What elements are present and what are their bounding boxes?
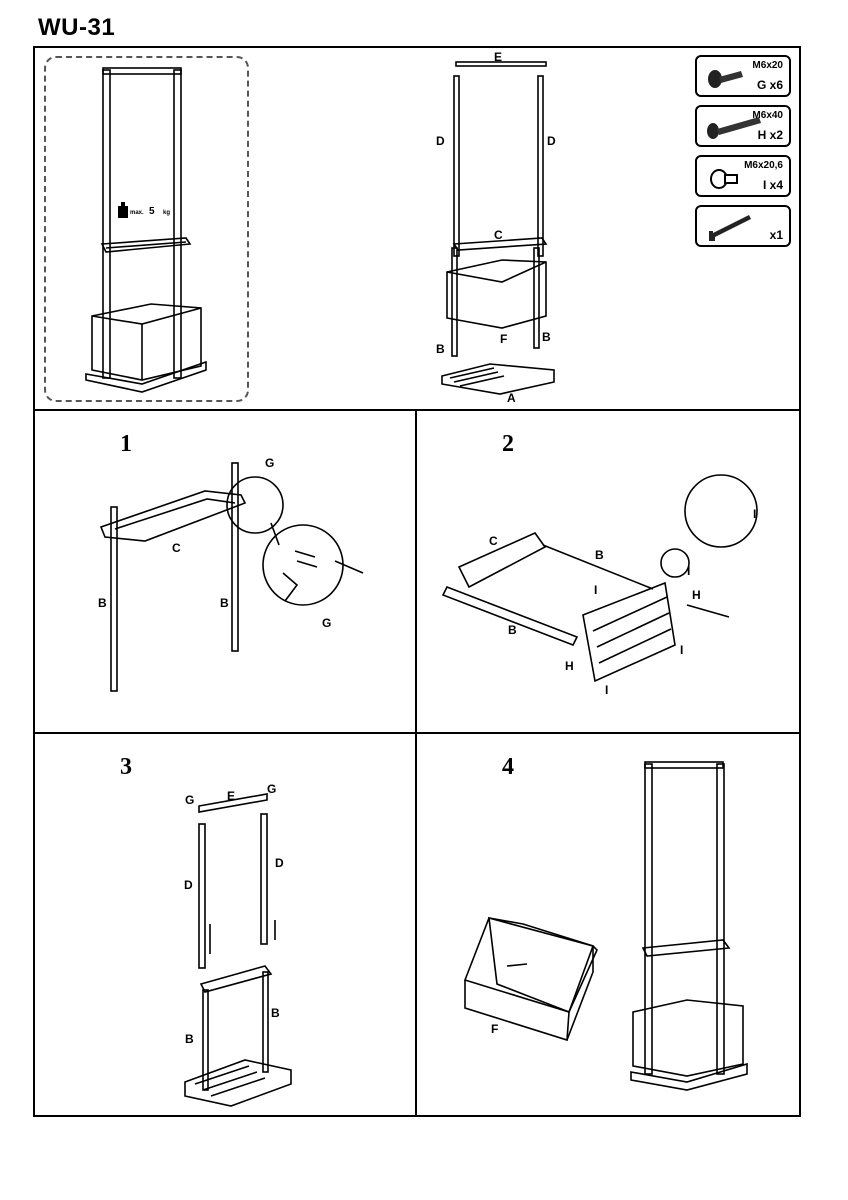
part-label-D-left: D <box>436 134 445 148</box>
hardware-item-I: M6x20,6 I x4 <box>695 155 791 197</box>
step-1-drawing <box>99 462 364 692</box>
load-max-label: max. <box>130 210 144 216</box>
step-4-drawing <box>463 761 748 1091</box>
hardware-item-H: M6x40 H x2 <box>695 105 791 147</box>
hardware-qty-H: H x2 <box>757 128 783 142</box>
step-3-label-G-right: G <box>267 782 277 796</box>
step-2-label-I-bottom: I <box>605 683 609 697</box>
step-1-label-C: C <box>172 541 181 555</box>
step-3-label-E: E <box>227 789 236 803</box>
step-3-panel: 3 G E G D D B B <box>35 734 415 1116</box>
divider-middle <box>33 732 801 734</box>
step-2-number: 2 <box>502 431 514 457</box>
part-label-D-right: D <box>547 134 556 148</box>
step-1-label-G-bottom: G <box>322 616 332 630</box>
step-4-number: 4 <box>502 754 514 780</box>
divider-vertical <box>415 410 417 1117</box>
step-1-label-B-right: B <box>220 596 229 610</box>
step-1-label-G-top: G <box>265 456 275 470</box>
step-3-label-B-right: B <box>271 1006 280 1020</box>
divider-top <box>33 409 801 411</box>
step-2-label-B-top: B <box>595 548 604 562</box>
step-2-label-H-left: H <box>565 659 574 673</box>
part-label-F: F <box>500 332 508 346</box>
part-label-B-left: B <box>436 342 445 356</box>
hardware-code-G: M6x20 <box>752 60 783 71</box>
step-2-drawing <box>441 474 758 683</box>
step-2-panel: 2 C B B I I I H I H I <box>417 411 801 732</box>
step-2-label-I-top: I <box>687 564 691 578</box>
step-1-panel: 1 G C B B G <box>35 411 415 732</box>
part-label-A: A <box>507 391 516 405</box>
screw-long-icon <box>707 117 761 139</box>
part-label-E: E <box>494 50 503 64</box>
hardware-code-I: M6x20,6 <box>744 160 783 171</box>
assembled-product-view: max. 5 kg <box>44 56 249 402</box>
instruction-frame <box>33 46 801 1117</box>
step-3-drawing <box>184 793 292 1107</box>
hardware-item-G: M6x20 G x6 <box>695 55 791 97</box>
exploded-parts-view: E D D C F B B A <box>420 48 580 408</box>
step-3-label-D-left: D <box>184 878 193 892</box>
load-value: 5 <box>149 206 155 217</box>
step-3-label-D-right: D <box>275 856 284 870</box>
hardware-qty-I: I x4 <box>762 178 783 192</box>
step-4-panel: 4 F <box>417 734 801 1116</box>
step-2-label-B-bottom: B <box>508 623 517 637</box>
hardware-qty-allen-key: x1 <box>769 228 783 242</box>
step-2-label-I-left: I <box>594 583 598 597</box>
document-title: WU-31 <box>38 14 116 41</box>
hardware-item-allen-key: x1 <box>695 205 791 247</box>
hardware-code-H: M6x40 <box>752 110 783 121</box>
weight-icon <box>118 202 128 218</box>
allen-key-icon <box>709 215 751 241</box>
step-2-label-C: C <box>489 534 498 548</box>
load-unit: kg <box>163 210 171 216</box>
step-1-label-B-left: B <box>98 596 107 610</box>
step-2-label-I-right: I <box>680 643 684 657</box>
exploded-parts-drawing <box>441 61 555 395</box>
step-3-label-B-left: B <box>185 1032 194 1046</box>
step-2-label-I-zoom: I <box>753 507 757 521</box>
assembled-product-drawing <box>85 67 207 393</box>
step-3-number: 3 <box>120 754 132 780</box>
screw-short-icon <box>708 70 743 88</box>
hardware-qty-G: G x6 <box>756 78 783 92</box>
cap-bolt-icon <box>710 169 738 189</box>
step-2-label-H-right: H <box>692 588 701 602</box>
part-label-C: C <box>494 228 503 242</box>
step-3-label-G-left: G <box>185 793 195 807</box>
part-label-B-right: B <box>542 330 551 344</box>
step-1-number: 1 <box>120 431 132 457</box>
step-4-label-F: F <box>491 1022 499 1036</box>
